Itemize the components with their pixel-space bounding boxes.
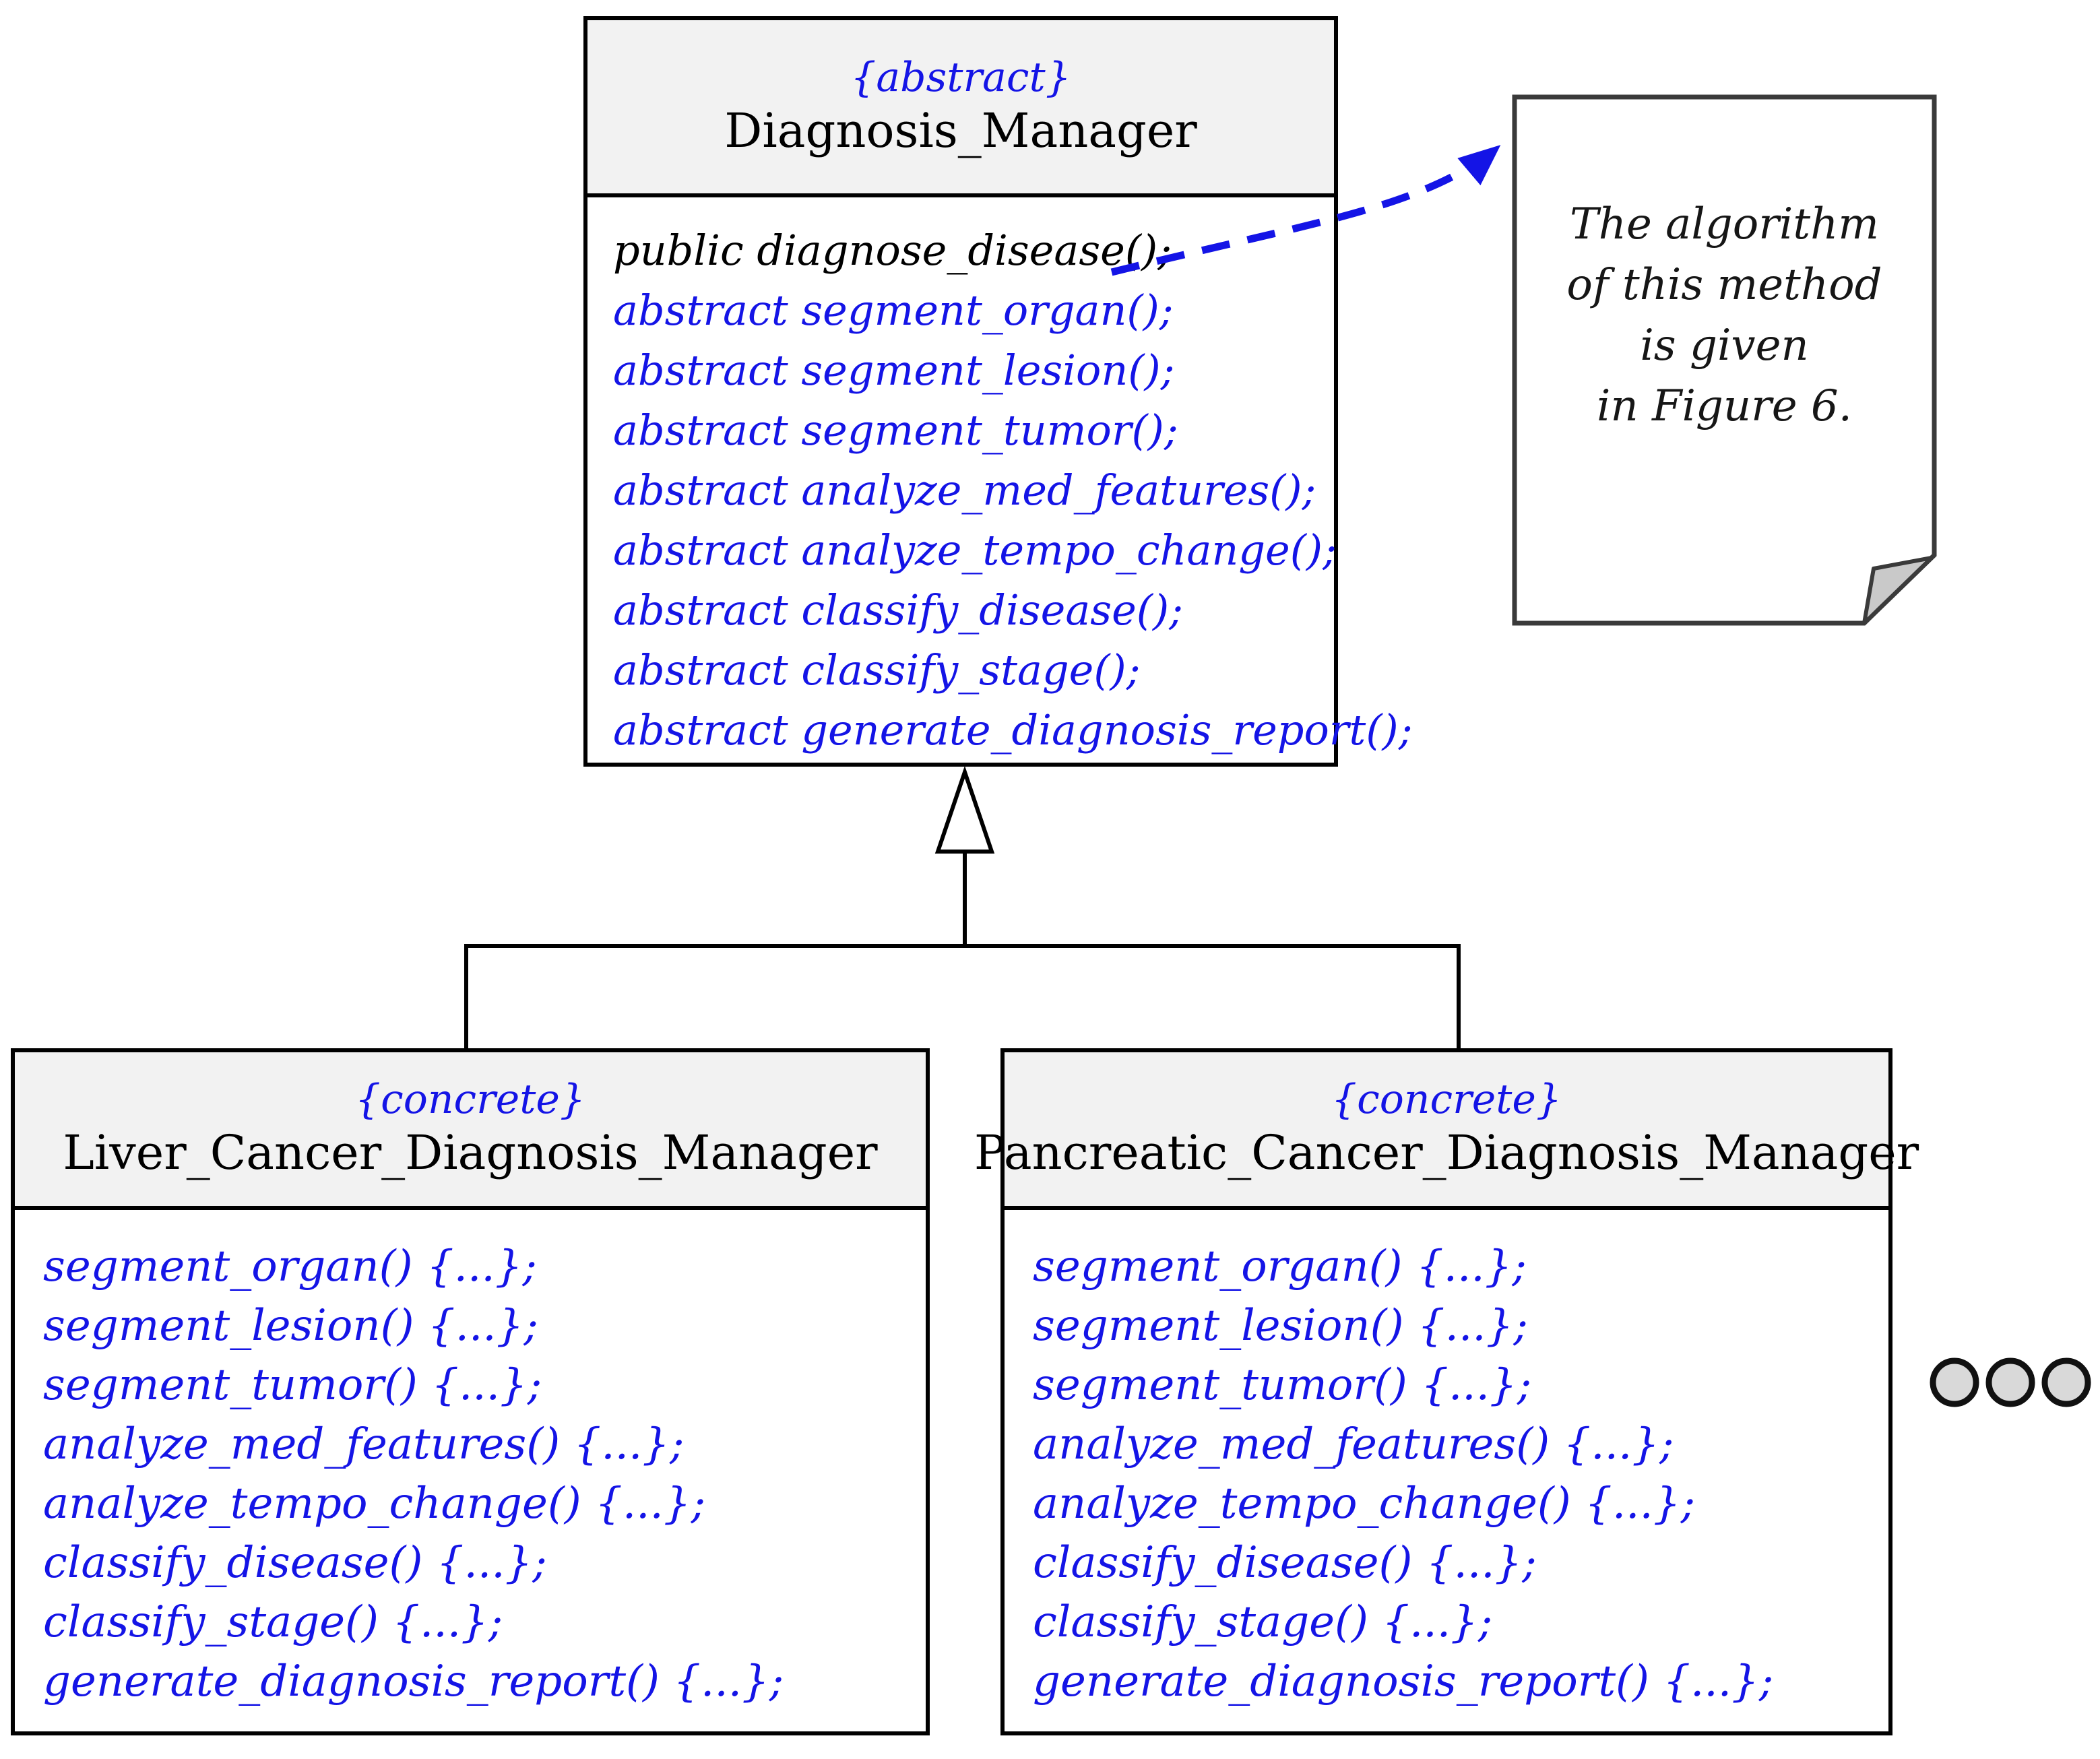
- method-item: generate_diagnosis_report() {...};: [1033, 1657, 1774, 1706]
- ellipsis-dot: [2041, 1357, 2091, 1407]
- class-stereotype: {abstract}: [850, 53, 1071, 101]
- note-shape: [1512, 94, 1937, 626]
- method-item: analyze_med_features() {...};: [43, 1419, 685, 1469]
- method-list: segment_organ() {...}; segment_lesion() …: [15, 1210, 926, 1711]
- inheritance-crossbar: [464, 944, 1461, 1048]
- method-item: segment_lesion() {...};: [1033, 1301, 1528, 1351]
- note-line: in Figure 6.: [1597, 381, 1852, 431]
- method-item: segment_tumor() {...};: [43, 1360, 542, 1410]
- note-fold-icon: [1862, 556, 1934, 625]
- class-stereotype: {concrete}: [354, 1076, 586, 1124]
- class-box-liver-cancer-diagnosis-manager: {concrete} Liver_Cancer_Diagnosis_Manage…: [11, 1048, 930, 1735]
- note-text: The algorithm of this method is given in…: [1512, 94, 1937, 437]
- method-item: segment_organ() {...};: [43, 1242, 537, 1291]
- class-stereotype: {concrete}: [1331, 1076, 1562, 1124]
- method-item: abstract segment_lesion();: [613, 346, 1175, 395]
- method-item: abstract classify_stage();: [613, 645, 1141, 695]
- method-item: abstract analyze_med_features();: [613, 466, 1316, 515]
- class-header: {concrete} Pancreatic_Cancer_Diagnosis_M…: [974, 1052, 1919, 1210]
- method-item: abstract analyze_tempo_change();: [613, 525, 1337, 575]
- class-box-pancreatic-cancer-diagnosis-manager: {concrete} Pancreatic_Cancer_Diagnosis_M…: [974, 1048, 1919, 1735]
- class-name: Diagnosis_Manager: [724, 102, 1197, 158]
- note-line: of this method: [1566, 260, 1882, 310]
- method-item: classify_disease() {...};: [1033, 1538, 1537, 1588]
- method-item: segment_organ() {...};: [1033, 1242, 1527, 1291]
- method-item: classify_stage() {...};: [43, 1597, 503, 1647]
- method-item: classify_stage() {...};: [1033, 1597, 1493, 1647]
- method-item: segment_lesion() {...};: [43, 1301, 538, 1351]
- method-item: analyze_med_features() {...};: [1033, 1419, 1674, 1469]
- ellipsis-dot: [1985, 1357, 2035, 1407]
- method-list: public diagnose_disease(); abstract segm…: [587, 197, 1413, 760]
- class-header: {concrete} Liver_Cancer_Diagnosis_Manage…: [15, 1052, 926, 1210]
- ellipsis-dot: [1930, 1357, 1979, 1407]
- note-line: is given: [1640, 321, 1809, 371]
- method-item: analyze_tempo_change() {...};: [1033, 1479, 1696, 1529]
- method-item: classify_disease() {...};: [43, 1538, 547, 1588]
- class-name: Pancreatic_Cancer_Diagnosis_Manager: [974, 1125, 1919, 1181]
- class-box-diagnosis-manager: {abstract} Diagnosis_Manager public diag…: [583, 16, 1413, 767]
- class-header: {abstract} Diagnosis_Manager: [587, 20, 1334, 197]
- method-item: public diagnose_disease();: [613, 226, 1172, 275]
- method-item: abstract segment_organ();: [613, 286, 1174, 335]
- method-item: abstract generate_diagnosis_report();: [613, 705, 1413, 755]
- note-line: The algorithm: [1570, 199, 1879, 249]
- method-item: segment_tumor() {...};: [1033, 1360, 1532, 1410]
- more-classes-ellipsis: [1930, 1357, 2091, 1407]
- method-item: abstract segment_tumor();: [613, 406, 1178, 455]
- method-item: abstract classify_disease();: [613, 585, 1184, 635]
- method-item: analyze_tempo_change() {...};: [43, 1479, 706, 1529]
- uml-note: The algorithm of this method is given in…: [1512, 94, 1937, 626]
- method-item: generate_diagnosis_report() {...};: [43, 1657, 784, 1706]
- inheritance-triangle-icon: [934, 765, 995, 854]
- method-list: segment_organ() {...}; segment_lesion() …: [1005, 1210, 1888, 1711]
- class-name: Liver_Cancer_Diagnosis_Manager: [63, 1125, 878, 1181]
